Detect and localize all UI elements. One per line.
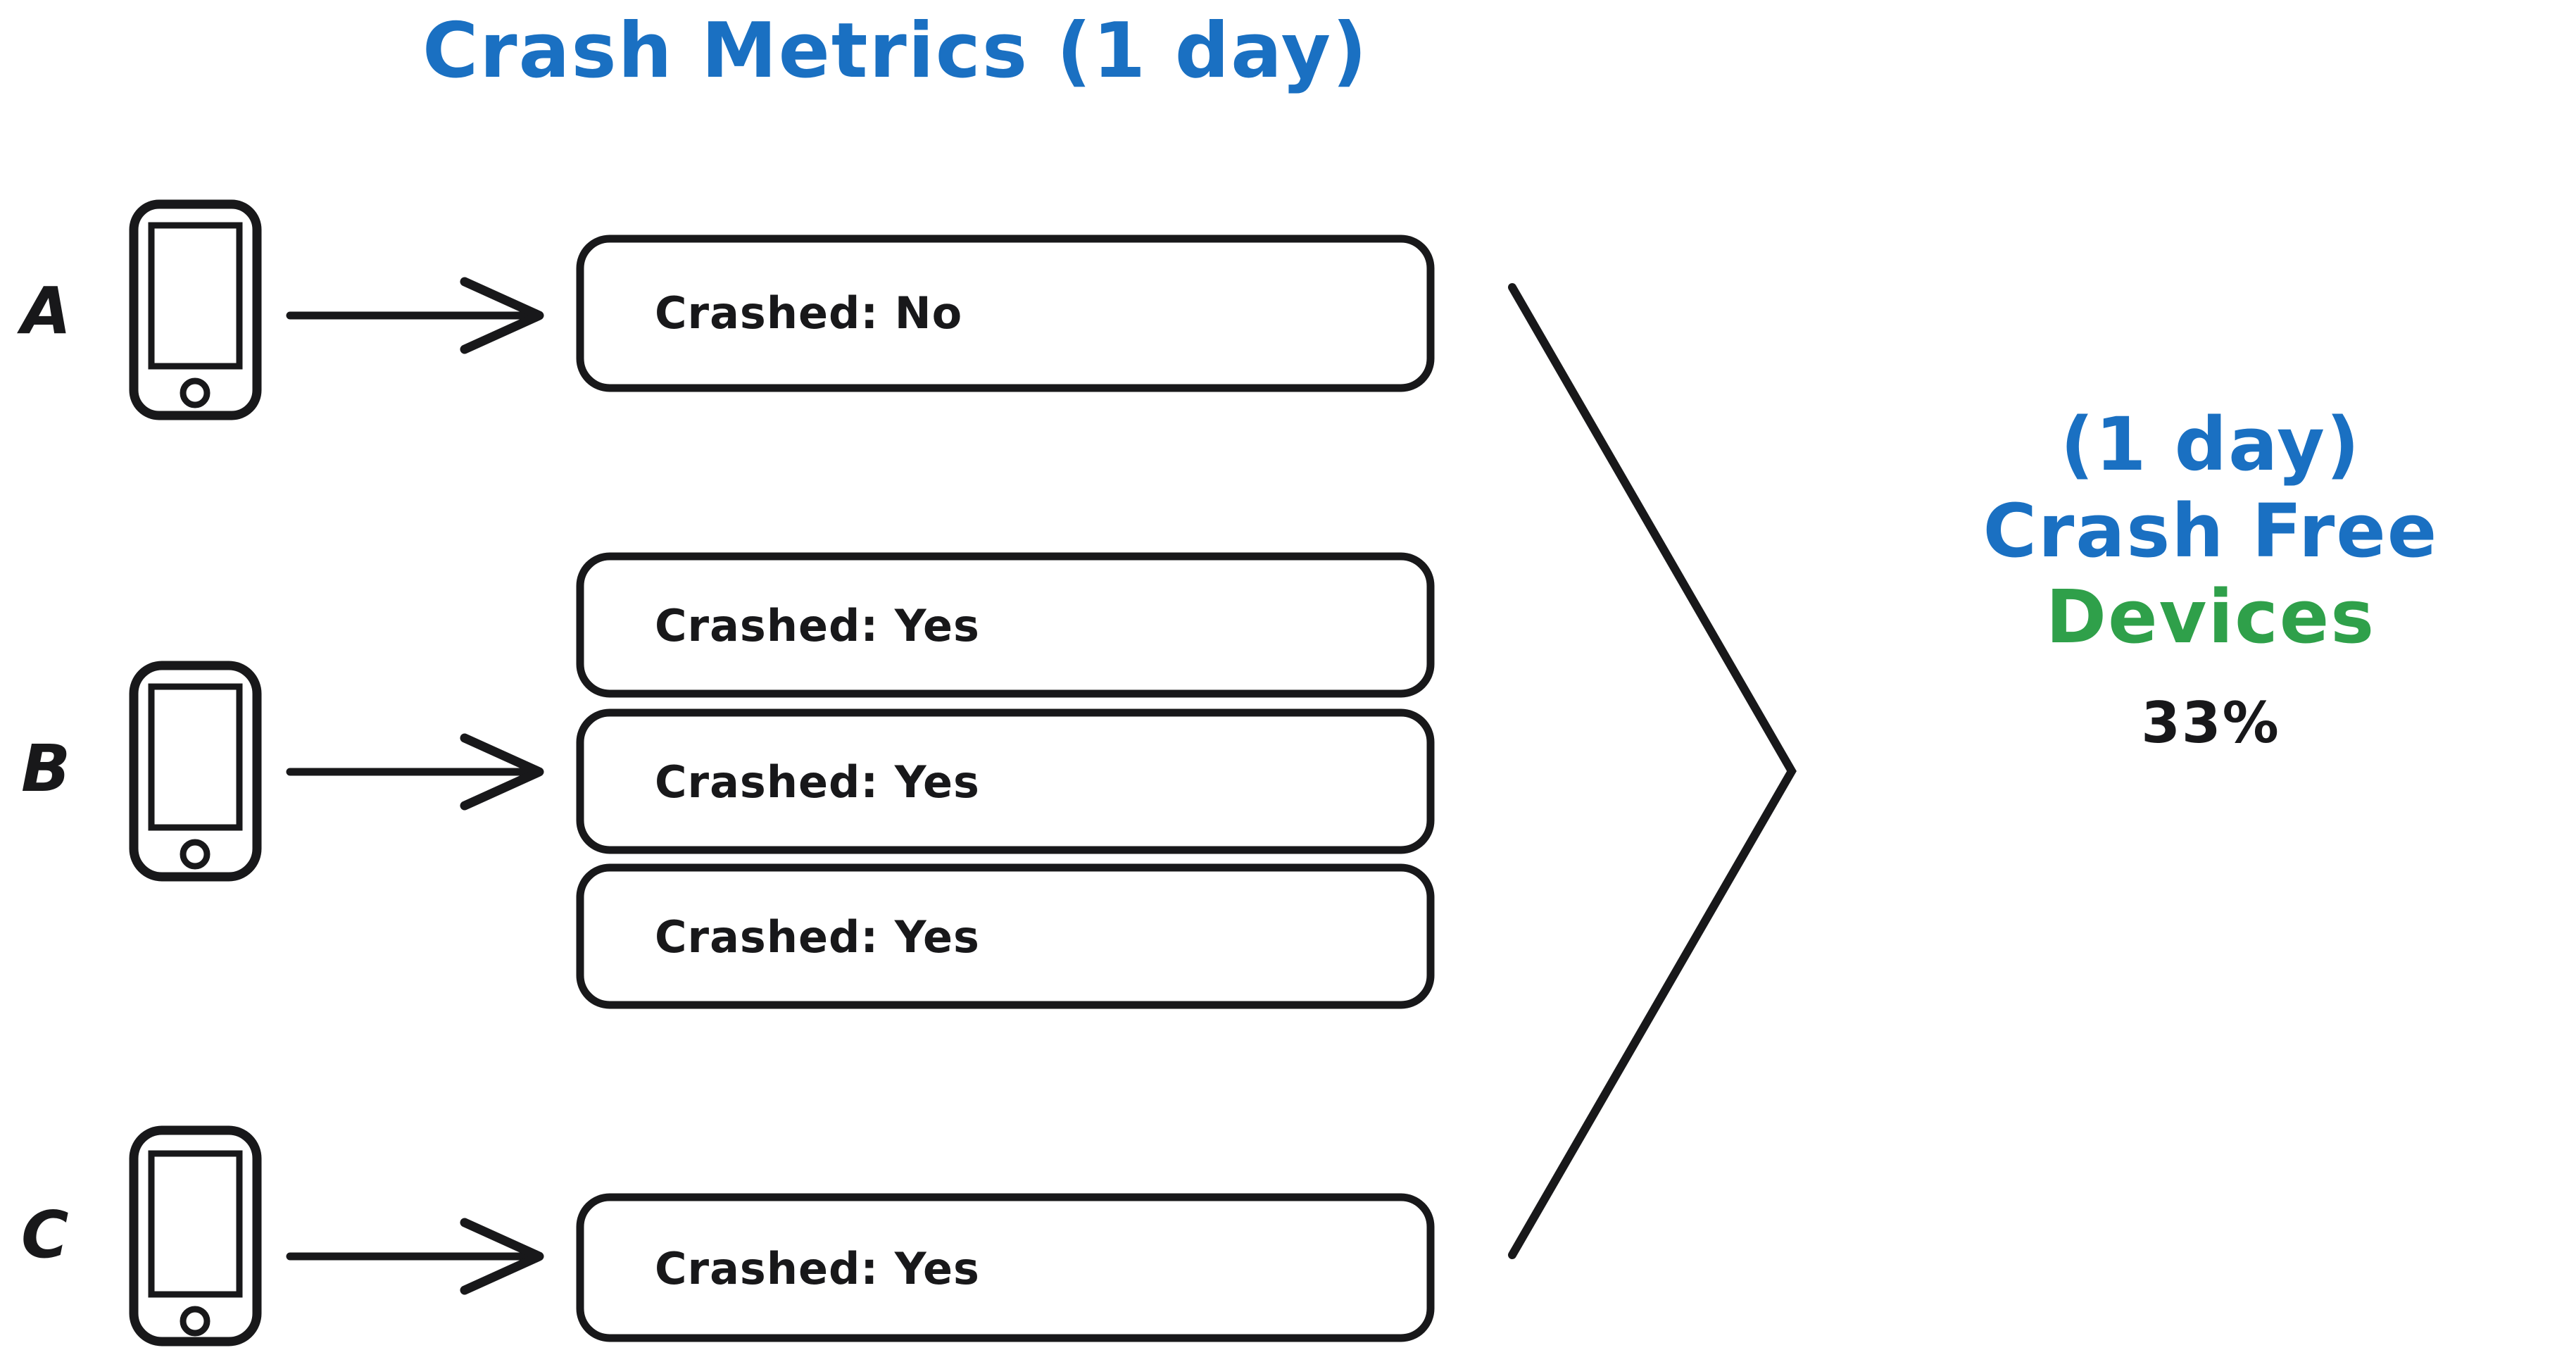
page-title: Crash Metrics (1 day) xyxy=(422,7,1369,95)
summary-value: 33% xyxy=(2141,690,2280,756)
event-box[interactable] xyxy=(576,235,1435,392)
arrow-right-icon xyxy=(286,1218,544,1295)
arrow-right-icon xyxy=(286,733,544,811)
event-box-label: Crashed: No xyxy=(655,287,963,339)
event-box[interactable] xyxy=(576,552,1435,698)
phone-icon xyxy=(129,661,262,882)
arrow-right-icon xyxy=(286,277,544,354)
device-label-b: B xyxy=(21,731,71,806)
event-box-label: Crashed: Yes xyxy=(655,600,980,651)
summary-metric-line-2: Devices xyxy=(2045,574,2376,661)
device-label-c: C xyxy=(21,1197,69,1273)
phone-icon xyxy=(129,1125,262,1347)
event-box-label: Crashed: Yes xyxy=(655,1243,980,1294)
event-box-label: Crashed: Yes xyxy=(655,756,980,808)
event-box[interactable] xyxy=(576,863,1435,1009)
summary-block: (1 day) Crash Free Devices 33% xyxy=(1859,401,2563,756)
event-box[interactable] xyxy=(576,708,1435,854)
event-box[interactable] xyxy=(576,1193,1435,1342)
chevron-bracket-icon xyxy=(1508,283,1797,1259)
device-label-a: A xyxy=(21,273,72,349)
summary-metric-line-1: Crash Free xyxy=(1983,487,2439,574)
summary-period: (1 day) xyxy=(2060,401,2361,487)
phone-icon xyxy=(129,199,262,420)
event-box-label: Crashed: Yes xyxy=(655,911,980,963)
